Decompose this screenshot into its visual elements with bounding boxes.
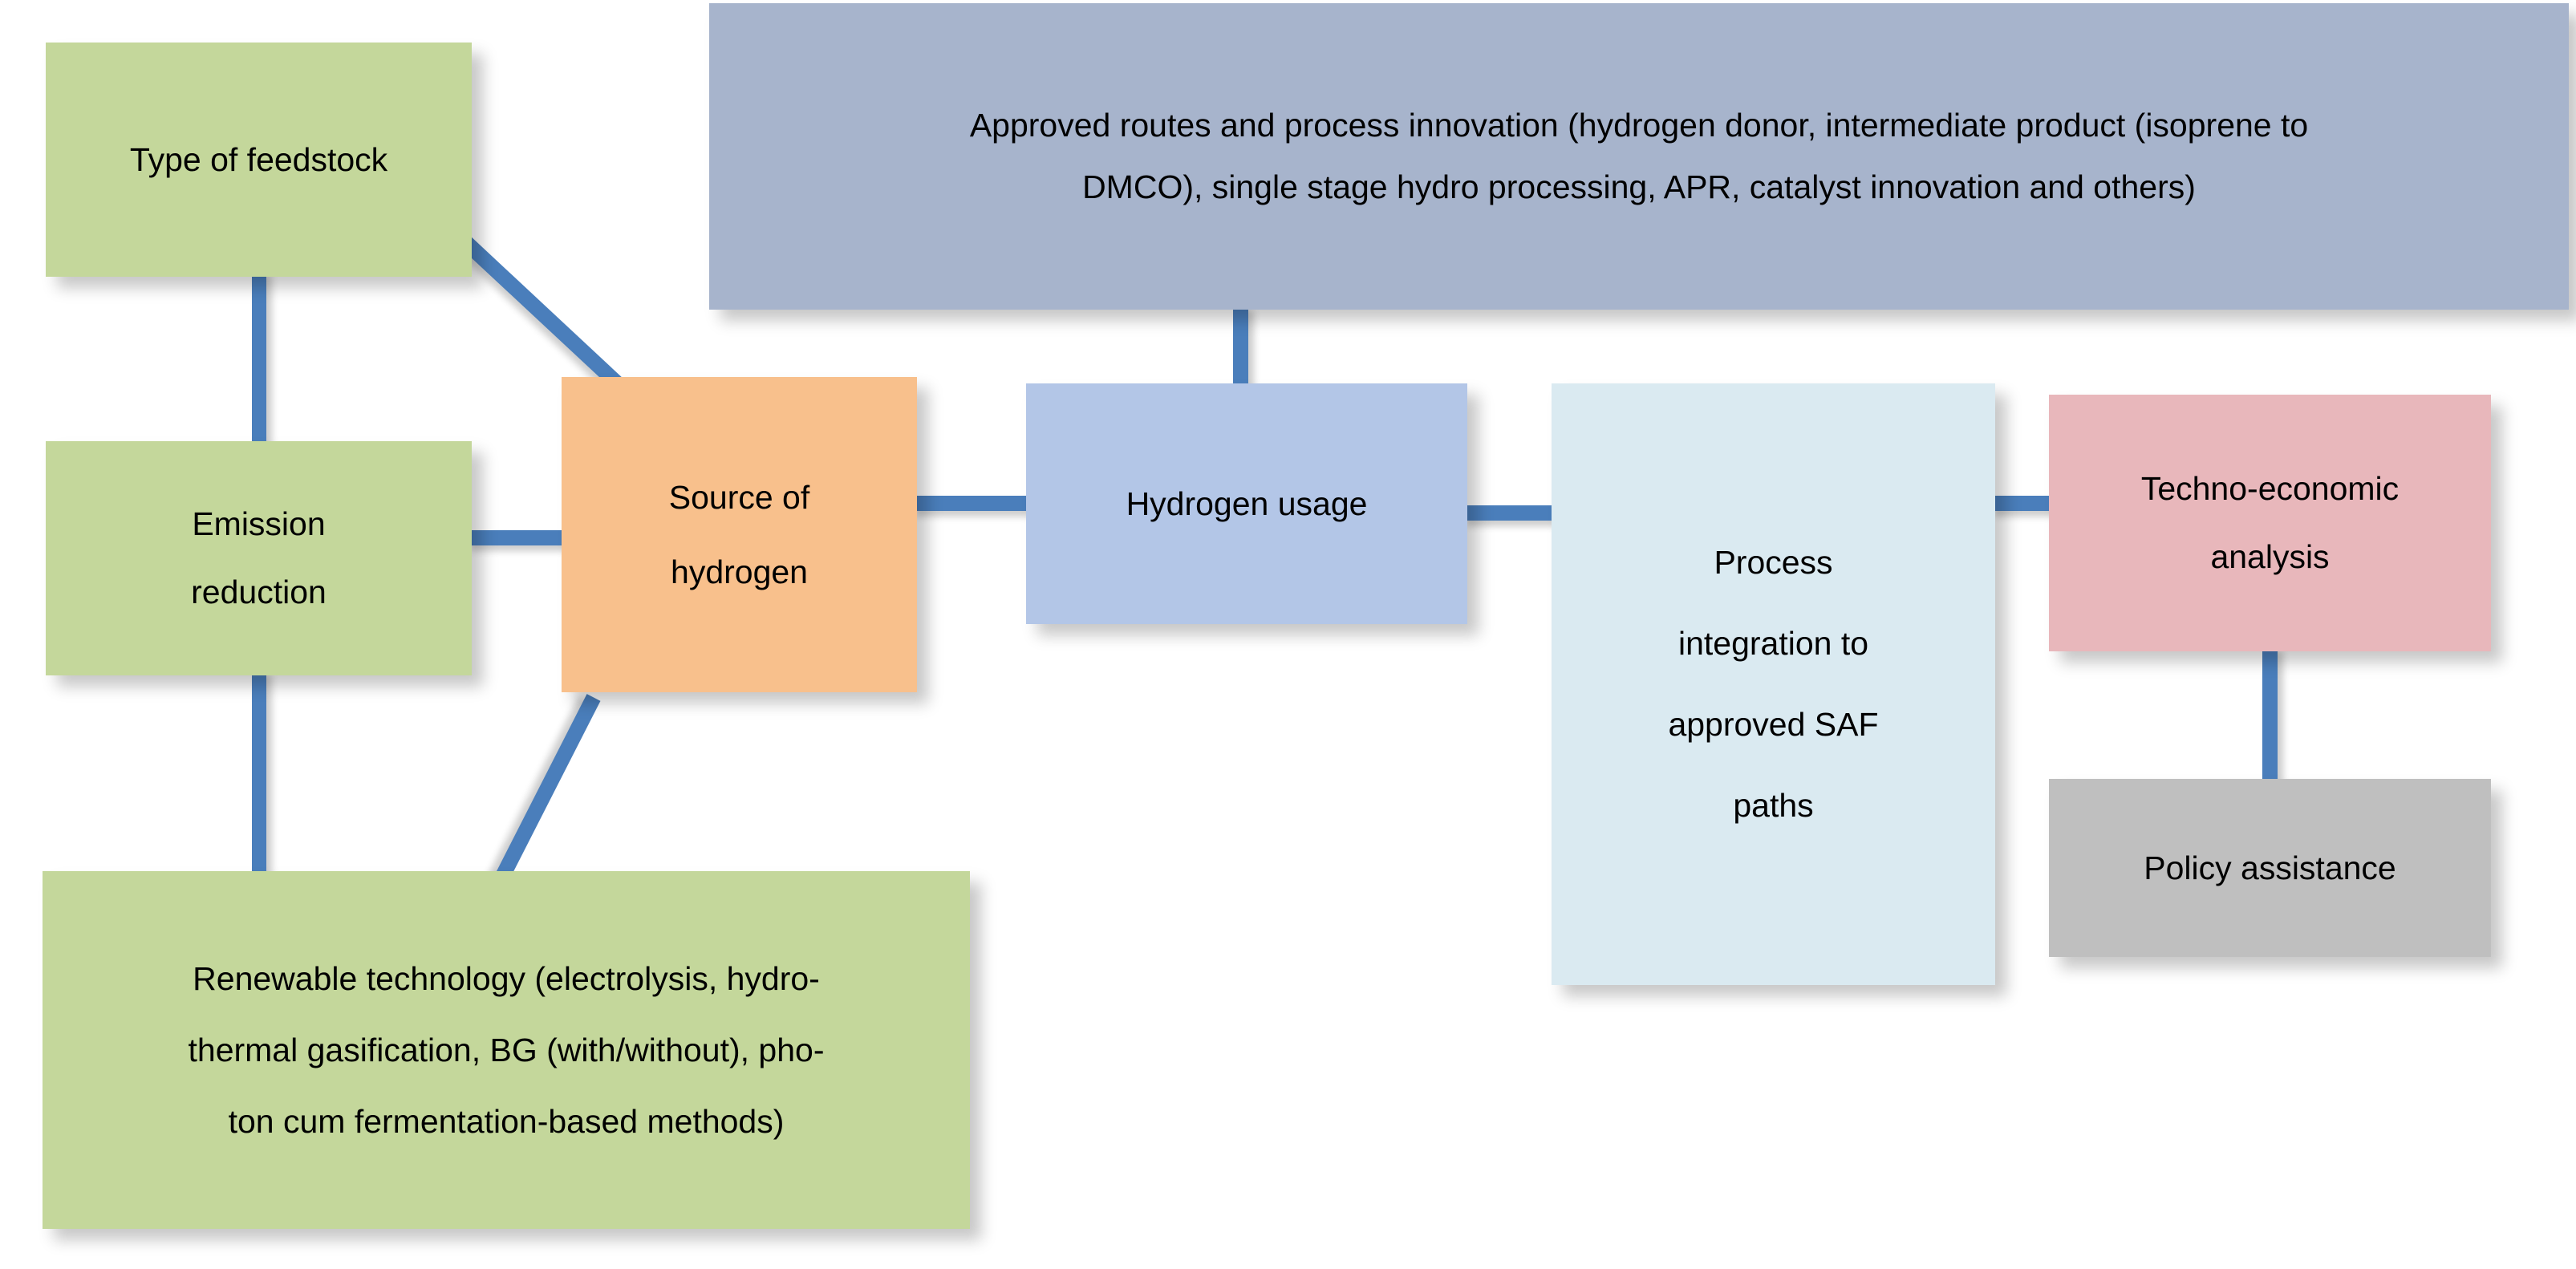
node-type-of-feedstock[interactable]: Type of feedstock [46,43,472,277]
connector-approved-routes-to-hydrogen-usage [1233,305,1248,390]
node-process-integration-line-1: Process [1714,544,1833,581]
node-source-of-hydrogen-line-1: Source of [668,478,810,516]
node-process-integration-to-approved-saf-paths[interactable]: Process integration to approved SAF path… [1552,383,1995,985]
node-approved-routes-and-process-innovation[interactable]: Approved routes and process innovation (… [709,3,2569,310]
node-renewable-technology[interactable]: Renewable technology (electrolysis, hydr… [43,871,970,1229]
node-process-integration-line-4: paths [1733,787,1814,824]
node-emission-reduction[interactable]: Emission reduction [46,441,472,675]
node-renewable-technology-line-1: Renewable technology (electrolysis, hydr… [193,959,820,997]
node-hydrogen-usage[interactable]: Hydrogen usage [1026,383,1467,624]
node-source-of-hydrogen[interactable]: Source of hydrogen [562,377,917,692]
connector-source-to-hydrogen-usage [911,496,1032,511]
connector-feedstock-to-source [458,234,622,388]
node-techno-economic-analysis[interactable]: Techno-economic analysis [2049,395,2491,651]
node-approved-routes-line-2: DMCO), single stage hydro processing, AP… [1082,168,2196,205]
connector-feedstock-to-emission [252,270,266,449]
node-emission-reduction-line-1: Emission [192,505,326,542]
node-process-integration-line-3: approved SAF [1668,706,1879,743]
node-policy-assistance-line-1: Policy assistance [2144,849,2396,886]
node-approved-routes-line-1: Approved routes and process innovation (… [969,107,2309,144]
node-process-integration-line-2: integration to [1677,625,1869,662]
node-techno-economic-line-1: Techno-economic [2140,470,2400,507]
connector-emission-to-renewable [252,669,266,879]
node-renewable-technology-line-2: thermal gasification, BG (with/without),… [188,1031,825,1068]
node-techno-economic-line-2: analysis [2210,538,2330,575]
node-renewable-technology-line-3: ton cum fermentation-based methods) [228,1102,785,1140]
node-emission-reduction-line-2: reduction [191,574,327,610]
connector-hydrogen-usage-to-process-integration [1461,505,1558,521]
node-hydrogen-usage-line-1: Hydrogen usage [1126,484,1368,522]
node-source-of-hydrogen-line-2: hydrogen [671,553,808,590]
connector-emission-to-source [465,530,570,545]
connector-source-to-renewable [495,694,601,882]
node-type-of-feedstock-line-1: Type of feedstock [129,140,388,178]
connector-process-integration-to-techno-economic [1989,496,2055,511]
connector-techno-economic-to-policy-assistance [2262,646,2278,787]
node-policy-assistance[interactable]: Policy assistance [2049,779,2491,957]
